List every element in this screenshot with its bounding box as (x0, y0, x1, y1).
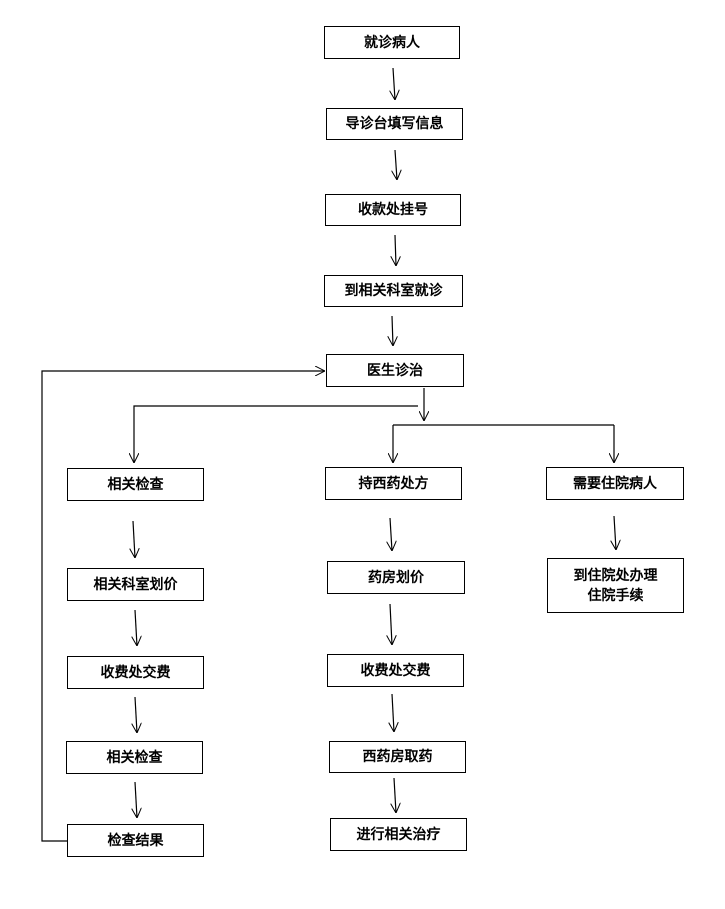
node-exam-b: 相关检查 (66, 741, 203, 774)
arrow-inpatient-to-admission (614, 515, 616, 550)
arrow-pay-to-pickup (392, 693, 394, 732)
arrow-exam-to-result (135, 781, 137, 818)
arrow-exam-to-pricing (133, 520, 135, 558)
node-doctor: 医生诊治 (326, 354, 464, 387)
arrow-pricing-to-pay (135, 609, 137, 646)
node-treatment: 进行相关治疗 (330, 818, 467, 851)
node-cashier-register: 收款处挂号 (325, 194, 461, 226)
node-exam-a: 相关检查 (67, 468, 204, 501)
node-cashier-pay-b: 收费处交费 (327, 654, 464, 687)
arrow-branch-exam (134, 405, 418, 463)
arrow-patient-to-guide (393, 67, 395, 100)
node-prescription: 持西药处方 (325, 467, 462, 500)
arrow-pay-to-exam (135, 696, 137, 733)
arrow-pricing-to-pay-mid (390, 603, 392, 645)
node-dept-pricing: 相关科室划价 (67, 568, 204, 601)
node-inpatient: 需要住院病人 (546, 467, 684, 500)
arrow-guide-to-cashier (395, 149, 397, 180)
node-pharmacy-pricing: 药房划价 (327, 561, 465, 594)
node-cashier-pay-a: 收费处交费 (67, 656, 204, 689)
node-visit-dept: 到相关科室就诊 (324, 275, 463, 307)
node-pharmacy-pickup: 西药房取药 (329, 741, 466, 773)
arrow-cashier-to-dept (395, 234, 396, 266)
node-guide-desk: 导诊台填写信息 (326, 108, 463, 140)
arrow-result-feedback (41, 371, 325, 842)
node-admission: 到住院处办理 住院手续 (547, 558, 684, 613)
arrow-dept-to-doctor (392, 315, 393, 346)
node-exam-result: 检查结果 (67, 824, 204, 857)
arrow-pickup-to-treatment (394, 777, 396, 813)
node-patient: 就诊病人 (324, 26, 460, 59)
arrow-prescription-to-pricing (390, 517, 392, 551)
